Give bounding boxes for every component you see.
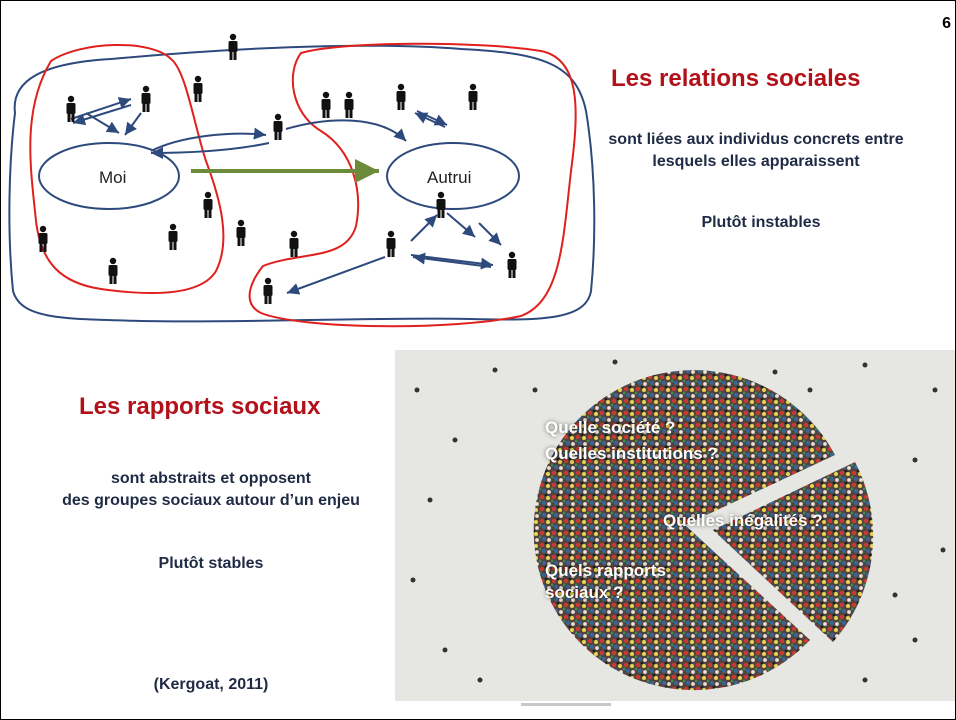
page-number: 6 [942,15,951,32]
crowd-pie-illustration [395,350,955,701]
question-inegalites: Quelles inégalités ? [663,511,823,530]
rapports-title: Les rapports sociaux [79,393,321,420]
red-loop-autrui [248,42,577,328]
relations-line-2: lesquels elles apparaissent [652,153,860,170]
crowd-pie-photo: Quelle société ? Quelles institutions ? … [395,350,955,701]
red-loop-moi [29,44,225,294]
rapports-line-1: sont abstraits et opposent [110,470,312,487]
rapports-description: sont abstraits et opposent des groupes s… [1,468,421,512]
autrui-ellipse [386,142,520,210]
relations-description: sont liées aux individus concrets entre … [561,129,951,173]
social-relations-diagram: Moi Autrui [8,33,596,328]
blue-group-outline [8,44,596,323]
citation: (Kergoat, 2011) [153,676,269,693]
question-rapports-line-1: Quels rapports [545,561,666,580]
relations-stability: Plutôt instables [701,214,821,231]
rapports-stability: Plutôt stables [158,555,264,572]
rapports-line-2: des groupes sociaux autour d’un enjeu [62,492,360,509]
autrui-label: Autrui [427,168,471,187]
relations-title: Les relations sociales [611,65,861,92]
question-rapports-line-2: sociaux ? [545,583,624,602]
moi-label: Moi [99,168,126,187]
pie-detached-slice [713,462,874,642]
question-societe: Quelle société ? [545,418,676,437]
relations-line-1: sont liées aux individus concrets entre [608,131,904,148]
question-institutions: Quelles institutions ? [545,444,718,463]
moi-ellipse [38,142,180,210]
photo-credit-line [521,703,611,706]
pie-main-body [533,370,835,691]
